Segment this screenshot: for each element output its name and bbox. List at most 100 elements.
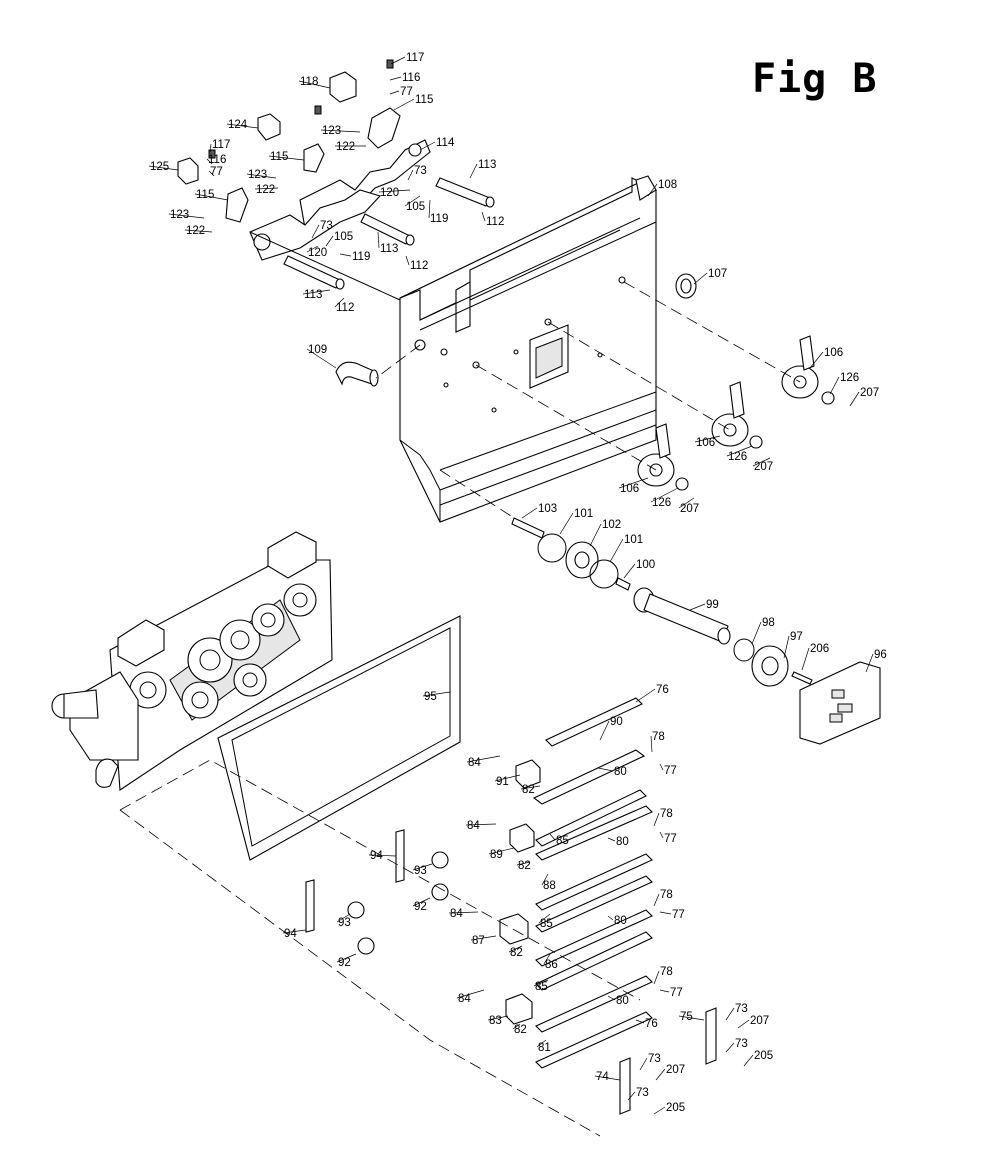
leader-line xyxy=(659,763,664,771)
leader-line xyxy=(389,90,400,95)
callout-label: 122 xyxy=(336,141,355,153)
callout-label: 118 xyxy=(300,76,318,88)
leader-line xyxy=(609,538,624,563)
callout-label: 123 xyxy=(248,169,267,181)
callout-label: 80 xyxy=(616,995,629,1007)
leader-line xyxy=(520,785,541,790)
callout-label: 84 xyxy=(450,908,463,920)
callout-label: 77 xyxy=(664,833,677,845)
callout-label: 81 xyxy=(538,1042,551,1054)
callout-label: 75 xyxy=(680,1011,693,1023)
callout-label: 112 xyxy=(410,260,428,272)
callout-label: 88 xyxy=(543,880,556,892)
callout-label: 78 xyxy=(660,808,673,820)
leader-line xyxy=(559,512,574,535)
shafts xyxy=(283,177,495,290)
leader-line xyxy=(306,348,337,369)
leader-line xyxy=(184,229,213,233)
leader-line xyxy=(419,141,436,151)
callout-label: 113 xyxy=(380,243,398,255)
callout-label: 92 xyxy=(414,901,427,913)
callout-label: 73 xyxy=(636,1087,649,1099)
callout-label: 80 xyxy=(614,766,627,778)
callout-label: 76 xyxy=(645,1018,658,1030)
leader-line xyxy=(541,873,549,886)
callout-label: 73 xyxy=(320,220,333,232)
callout-label: 85 xyxy=(535,981,548,993)
leader-line xyxy=(725,1042,735,1053)
leader-line xyxy=(466,755,501,763)
leader-line xyxy=(623,563,636,579)
callout-label: 101 xyxy=(624,534,643,546)
leader-line xyxy=(521,507,538,519)
callout-label: 85 xyxy=(556,835,569,847)
callout-label: 122 xyxy=(186,225,205,237)
leader-line xyxy=(407,169,414,181)
leader-line xyxy=(589,523,602,547)
leader-line xyxy=(865,653,874,673)
callout-label: 77 xyxy=(670,987,683,999)
callout-label: 101 xyxy=(574,508,593,520)
callout-label: 83 xyxy=(489,1015,502,1027)
leader-line xyxy=(752,457,771,467)
leader-line xyxy=(246,173,277,179)
leader-line xyxy=(508,945,523,953)
callout-label: 76 xyxy=(656,684,669,696)
callout-label: 106 xyxy=(824,347,843,359)
callout-label: 206 xyxy=(810,643,829,655)
callout-label: 113 xyxy=(304,289,322,301)
leader-line xyxy=(783,635,790,659)
leader-line xyxy=(549,833,556,841)
figure-title: Fig B xyxy=(752,56,878,102)
leader-line xyxy=(302,289,331,295)
leader-line xyxy=(488,847,515,855)
leader-line xyxy=(849,391,860,407)
callout-label: 126 xyxy=(840,372,859,384)
leader-line xyxy=(393,98,415,111)
leader-line xyxy=(487,1015,509,1021)
leader-line xyxy=(390,56,406,65)
leader-line xyxy=(208,170,215,177)
callout-label: 207 xyxy=(754,461,773,473)
gear-assembly xyxy=(51,531,333,791)
callout-label: 78 xyxy=(660,889,673,901)
callout-label: 85 xyxy=(540,918,553,930)
callout-label: 116 xyxy=(208,154,226,166)
callout-label: 87 xyxy=(472,935,485,947)
callout-label: 77 xyxy=(664,765,677,777)
callout-label: 82 xyxy=(522,784,535,796)
leader-line xyxy=(809,351,824,369)
callout-label: 91 xyxy=(496,776,509,788)
callout-label: 123 xyxy=(322,125,341,137)
callout-label: 74 xyxy=(596,1071,609,1083)
leader-line xyxy=(320,129,361,133)
callout-label: 207 xyxy=(666,1064,685,1076)
leader-line xyxy=(389,76,402,81)
shift-forks xyxy=(499,759,541,1025)
leader-line xyxy=(465,823,497,826)
callout-label: 94 xyxy=(284,928,297,940)
callout-label: 96 xyxy=(874,649,887,661)
shift-rods xyxy=(532,697,653,1069)
callout-label: 73 xyxy=(414,165,427,177)
leader-line xyxy=(306,245,319,253)
leader-line xyxy=(194,193,229,201)
callout-label: 84 xyxy=(458,993,471,1005)
leader-line xyxy=(533,979,549,987)
leader-line xyxy=(543,953,551,965)
leader-line xyxy=(653,970,660,985)
oil-sight-glass xyxy=(675,273,697,299)
callout-label: 119 xyxy=(430,213,448,225)
callout-label: 92 xyxy=(338,957,351,969)
callout-label: 105 xyxy=(406,201,425,213)
callout-label: 205 xyxy=(666,1102,685,1114)
leader-line xyxy=(311,224,320,239)
leader-line xyxy=(456,989,485,999)
leader-line xyxy=(428,199,431,219)
callout-label: 123 xyxy=(170,209,189,221)
callout-label: 73 xyxy=(735,1003,748,1015)
callout-label: 207 xyxy=(860,387,879,399)
leader-line xyxy=(751,621,762,645)
callout-label: 82 xyxy=(514,1024,527,1036)
